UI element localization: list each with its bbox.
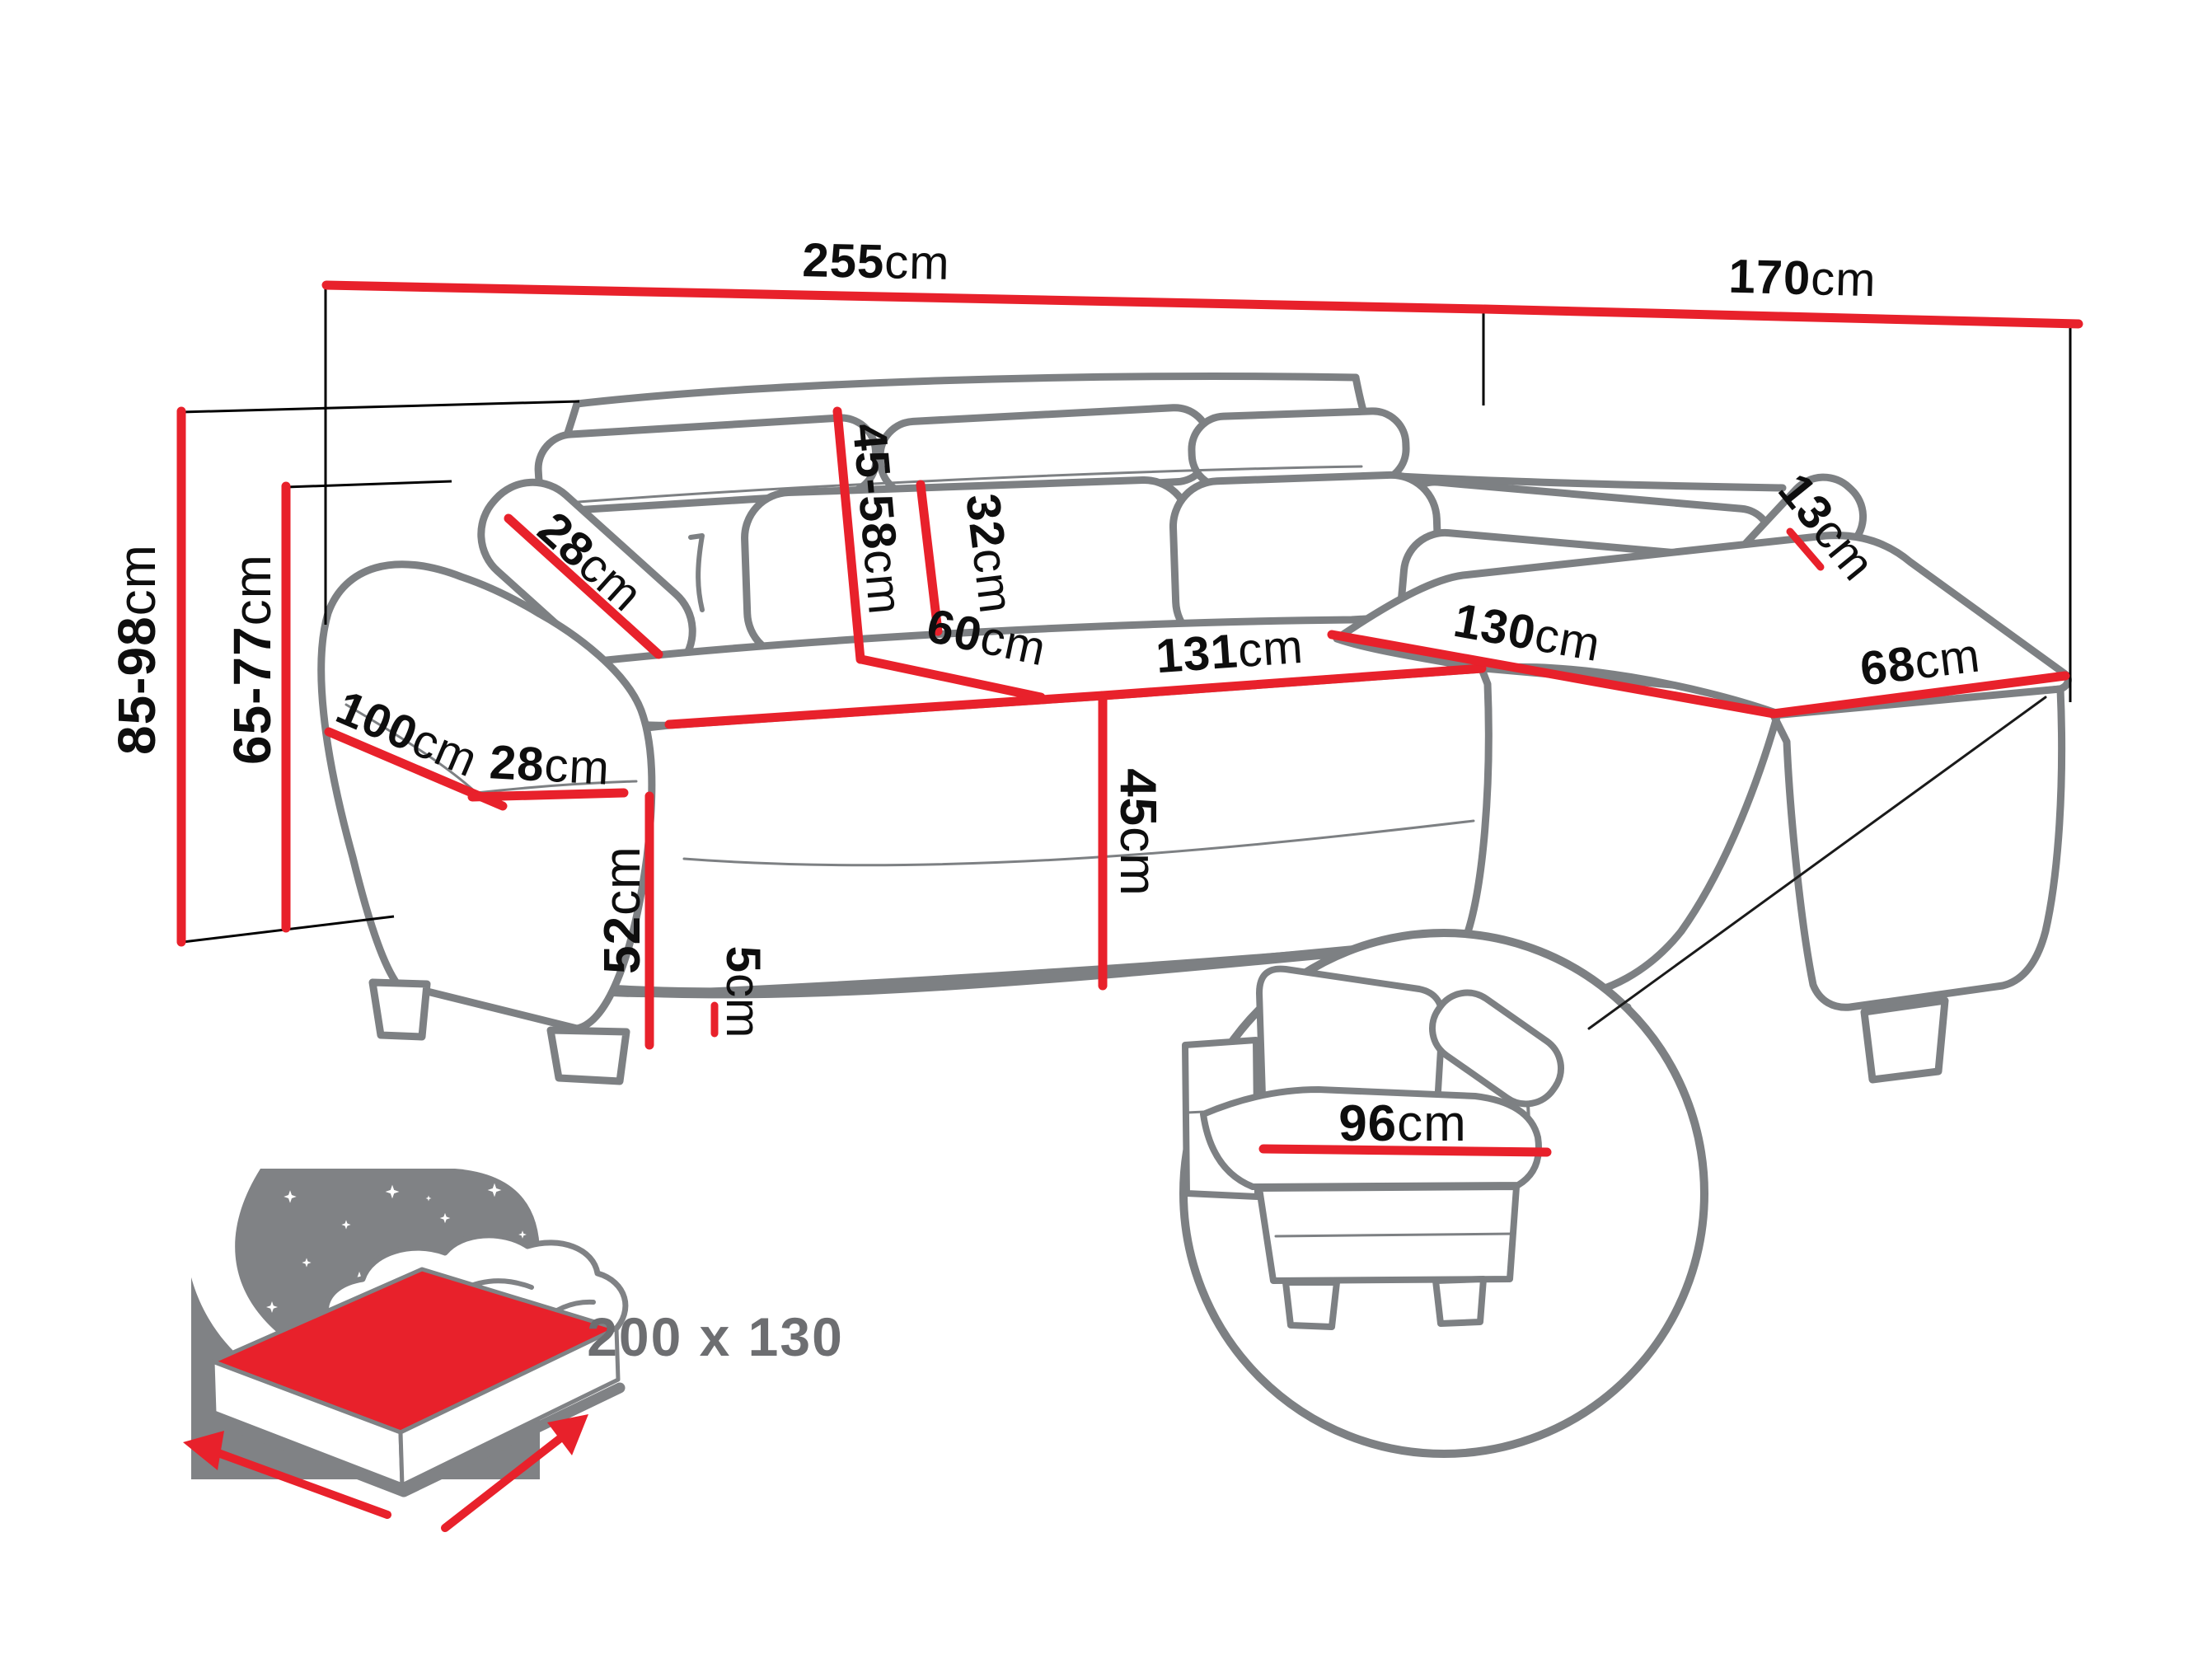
dim-line-seat-depth xyxy=(856,654,1046,702)
leg-height-label: 5cm xyxy=(716,945,770,1039)
overall-height-label: 85-98cm xyxy=(107,544,166,755)
sleeping-function-icon xyxy=(183,1169,629,1532)
dim-line-seat-width xyxy=(1098,663,1487,701)
size-arrows xyxy=(183,1414,588,1532)
dim-line-back-cushion-full xyxy=(832,406,865,664)
dim-line-back-cushion xyxy=(916,480,943,636)
mattress-side-right xyxy=(398,1326,621,1488)
dimension-lines xyxy=(176,280,2083,1157)
seat-height-label: 45cm xyxy=(1109,768,1166,897)
sofa-outline xyxy=(317,373,2072,1085)
dim-line-overall-depth xyxy=(1479,304,2083,329)
dim-line-chaise-length xyxy=(1327,630,1779,719)
seat-front-height-label: 52cm xyxy=(594,846,651,974)
back-cushion-height-label: 32cm xyxy=(955,490,1024,617)
backrest-height-label: 65-77cm xyxy=(223,554,282,765)
dim-line-detail-seat-width xyxy=(1258,1144,1552,1157)
detail-pointer-line xyxy=(1587,696,2047,1030)
overall-width-label: 255cm xyxy=(801,233,951,290)
armrest-width-label: 28cm xyxy=(488,735,612,795)
dim-line-headrest-pillow xyxy=(504,513,663,659)
dim-line-seat-front-edge xyxy=(664,691,1108,729)
dim-line-chaise-width xyxy=(1769,671,2070,719)
dim-line-armrest-width xyxy=(467,788,629,802)
detail-seat-width-label: 96cm xyxy=(1338,1095,1467,1152)
detail-circle xyxy=(1179,696,2047,1458)
overall-depth-label: 170cm xyxy=(1727,249,1877,307)
dim-line-chaise-headrest xyxy=(1786,527,1825,571)
seat-width-label: 131cm xyxy=(1154,619,1305,684)
sleeping-area-size-label: 200 x 130 xyxy=(587,1306,844,1367)
dim-line-overall-width xyxy=(321,280,1488,314)
moon-crescent xyxy=(185,1169,336,1375)
